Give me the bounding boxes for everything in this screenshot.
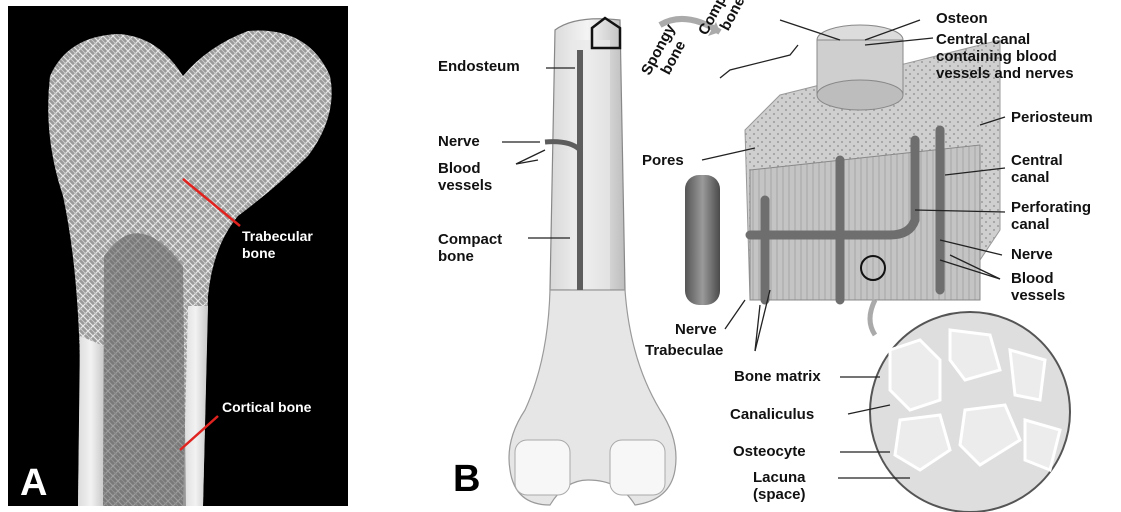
compact-bone-left-line2: bone	[438, 248, 474, 265]
nerve-bottom-label: Nerve	[675, 321, 717, 338]
blood-vessels-right-line2: vessels	[1011, 287, 1065, 304]
osteocyte-label: Osteocyte	[733, 443, 806, 460]
trabeculae-label: Trabeculae	[645, 342, 723, 359]
central-canal-line2: canal	[1011, 169, 1049, 186]
compact-bone-left-label: Compact bone	[438, 231, 502, 265]
vessel-cylinder-large	[685, 175, 720, 305]
central-canal-blood-label: Central canal containing blood vessels a…	[936, 31, 1074, 82]
central-canal-label: Central canal	[1011, 152, 1063, 186]
trabecular-label-line2: bone	[242, 245, 275, 261]
lacuna-line1: Lacuna	[753, 469, 806, 486]
blood-vessels-left-line2: vessels	[438, 177, 492, 194]
panel-b-bone-diagram: Endosteum Nerve Blood vessels Compact bo…	[420, 0, 1121, 512]
periosteum-label: Periosteum	[1011, 109, 1093, 126]
compact-bone-left-line1: Compact	[438, 231, 502, 248]
blood-vessels-right-line1: Blood	[1011, 270, 1054, 287]
nerve-right-label: Nerve	[1011, 246, 1053, 263]
central-canal-blood-line3: vessels and nerves	[936, 65, 1074, 82]
trabecular-bone-label: Trabecular bone	[242, 228, 313, 262]
panel-a-femur-photo: Trabecular bone Cortical bone A	[8, 6, 348, 506]
pores-label: Pores	[642, 152, 684, 169]
nerve-top-label: Nerve	[438, 133, 480, 150]
blood-vessels-right-label: Blood vessels	[1011, 270, 1065, 304]
panel-b-letter: B	[453, 460, 480, 498]
lacuna-label: Lacuna (space)	[753, 469, 806, 503]
panel-a-letter: A	[20, 464, 47, 502]
cortical-wall-left	[78, 336, 104, 506]
condyle-right	[610, 440, 665, 495]
trabecular-label-line1: Trabecular	[242, 228, 313, 244]
magnify-arrow	[870, 300, 875, 335]
osteon-label: Osteon	[936, 10, 988, 27]
central-canal-blood-line1: Central canal	[936, 31, 1030, 48]
medullary-cavity	[103, 233, 186, 506]
marrow-cavity	[570, 40, 610, 290]
blood-vessels-left-label: Blood vessels	[438, 160, 492, 194]
perforating-canal-line2: canal	[1011, 216, 1049, 233]
perforating-canal-label: Perforating canal	[1011, 199, 1091, 233]
endosteum-label: Endosteum	[438, 58, 520, 75]
condyle-left	[515, 440, 570, 495]
osteon-bottom	[817, 80, 903, 110]
cortical-bone-label: Cortical bone	[222, 399, 311, 416]
lacuna-line2: (space)	[753, 486, 806, 503]
blood-vessels-left-line1: Blood	[438, 160, 481, 177]
central-canal-line1: Central	[1011, 152, 1063, 169]
central-canal-blood-line2: containing blood	[936, 48, 1057, 65]
bone-matrix-label: Bone matrix	[734, 368, 821, 385]
canaliculus-label: Canaliculus	[730, 406, 814, 423]
magnified-lacunae-view	[870, 312, 1070, 512]
perforating-canal-line1: Perforating	[1011, 199, 1091, 216]
